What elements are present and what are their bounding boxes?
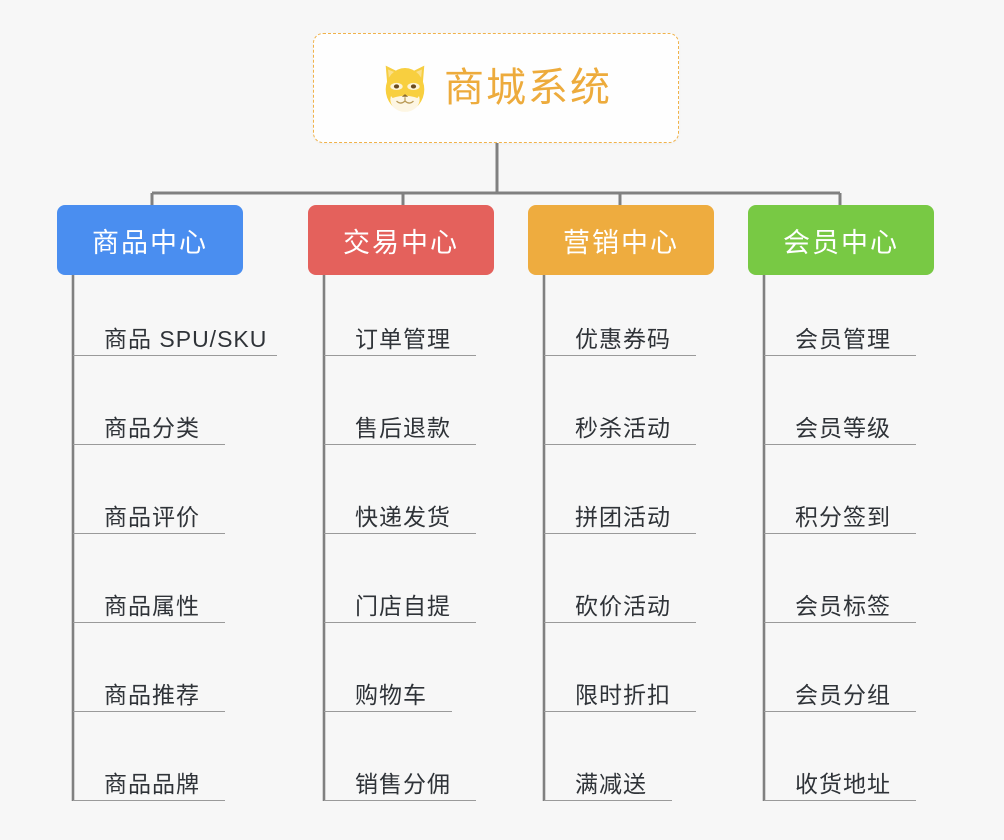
leaf-item[interactable]: 购物车 [324, 668, 452, 712]
leaf-item[interactable]: 商品评价 [73, 490, 225, 534]
leaf-item[interactable]: 商品推荐 [73, 668, 225, 712]
leaf-item-label: 销售分佣 [355, 770, 451, 797]
leaf-item[interactable]: 会员标签 [764, 579, 916, 623]
leaf-item-label: 收货地址 [795, 770, 891, 797]
leaf-item[interactable]: 销售分佣 [324, 757, 476, 801]
leaf-item[interactable]: 积分签到 [764, 490, 916, 534]
category-label: 会员中心 [783, 227, 899, 258]
leaf-item[interactable]: 拼团活动 [544, 490, 696, 534]
leaf-item[interactable]: 商品 SPU/SKU [73, 312, 277, 356]
leaf-item-label: 会员等级 [795, 414, 891, 441]
leaf-item[interactable]: 会员分组 [764, 668, 916, 712]
leaf-item-label: 快递发货 [355, 503, 451, 530]
leaf-item[interactable]: 会员管理 [764, 312, 916, 356]
leaf-item[interactable]: 优惠券码 [544, 312, 696, 356]
leaf-item-label: 商品品牌 [104, 770, 200, 797]
leaf-item-label: 满减送 [575, 770, 647, 797]
shiba-dog-face-icon [385, 65, 425, 112]
leaf-item[interactable]: 订单管理 [324, 312, 476, 356]
leaf-item[interactable]: 砍价活动 [544, 579, 696, 623]
leaf-item-label: 商品评价 [104, 503, 200, 530]
leaf-item-label: 积分签到 [795, 503, 891, 530]
category-box-trade-center[interactable]: 交易中心 [308, 205, 494, 275]
category-box-member-center[interactable]: 会员中心 [748, 205, 934, 275]
leaf-item-label: 限时折扣 [575, 681, 671, 708]
leaf-item-label: 商品推荐 [104, 681, 200, 708]
leaf-item[interactable]: 商品品牌 [73, 757, 225, 801]
leaf-item[interactable]: 售后退款 [324, 401, 476, 445]
leaf-item-label: 会员管理 [795, 325, 891, 352]
leaf-item[interactable]: 限时折扣 [544, 668, 696, 712]
leaf-item[interactable]: 快递发货 [324, 490, 476, 534]
leaf-item-label: 砍价活动 [575, 592, 671, 619]
leaf-item-label: 购物车 [355, 681, 427, 708]
category-box-marketing-center[interactable]: 营销中心 [528, 205, 714, 275]
leaf-item-label: 订单管理 [355, 325, 451, 352]
leaf-item[interactable]: 会员等级 [764, 401, 916, 445]
leaf-item-label: 售后退款 [355, 414, 451, 441]
leaf-item[interactable]: 满减送 [544, 757, 672, 801]
category-label: 商品中心 [92, 227, 208, 258]
leaf-item[interactable]: 秒杀活动 [544, 401, 696, 445]
leaf-item-label: 商品属性 [104, 592, 200, 619]
root-title: 商城系统 [444, 66, 612, 110]
leaf-item-label: 优惠券码 [575, 325, 671, 352]
leaf-item-label: 会员标签 [795, 592, 891, 619]
category-box-product-center[interactable]: 商品中心 [57, 205, 243, 275]
leaf-item-label: 门店自提 [355, 592, 451, 619]
leaf-item[interactable]: 商品分类 [73, 401, 225, 445]
leaf-item-label: 商品 SPU/SKU [104, 325, 268, 352]
category-label: 营销中心 [563, 227, 679, 258]
leaf-item-label: 拼团活动 [575, 503, 671, 530]
leaf-item-label: 会员分组 [795, 681, 891, 708]
leaf-item[interactable]: 收货地址 [764, 757, 916, 801]
leaf-item[interactable]: 商品属性 [73, 579, 225, 623]
leaf-item-label: 秒杀活动 [575, 414, 671, 441]
root-node[interactable]: 商城系统 [313, 33, 679, 143]
leaf-item[interactable]: 门店自提 [324, 579, 476, 623]
category-label: 交易中心 [343, 227, 459, 258]
leaf-item-label: 商品分类 [104, 414, 200, 441]
